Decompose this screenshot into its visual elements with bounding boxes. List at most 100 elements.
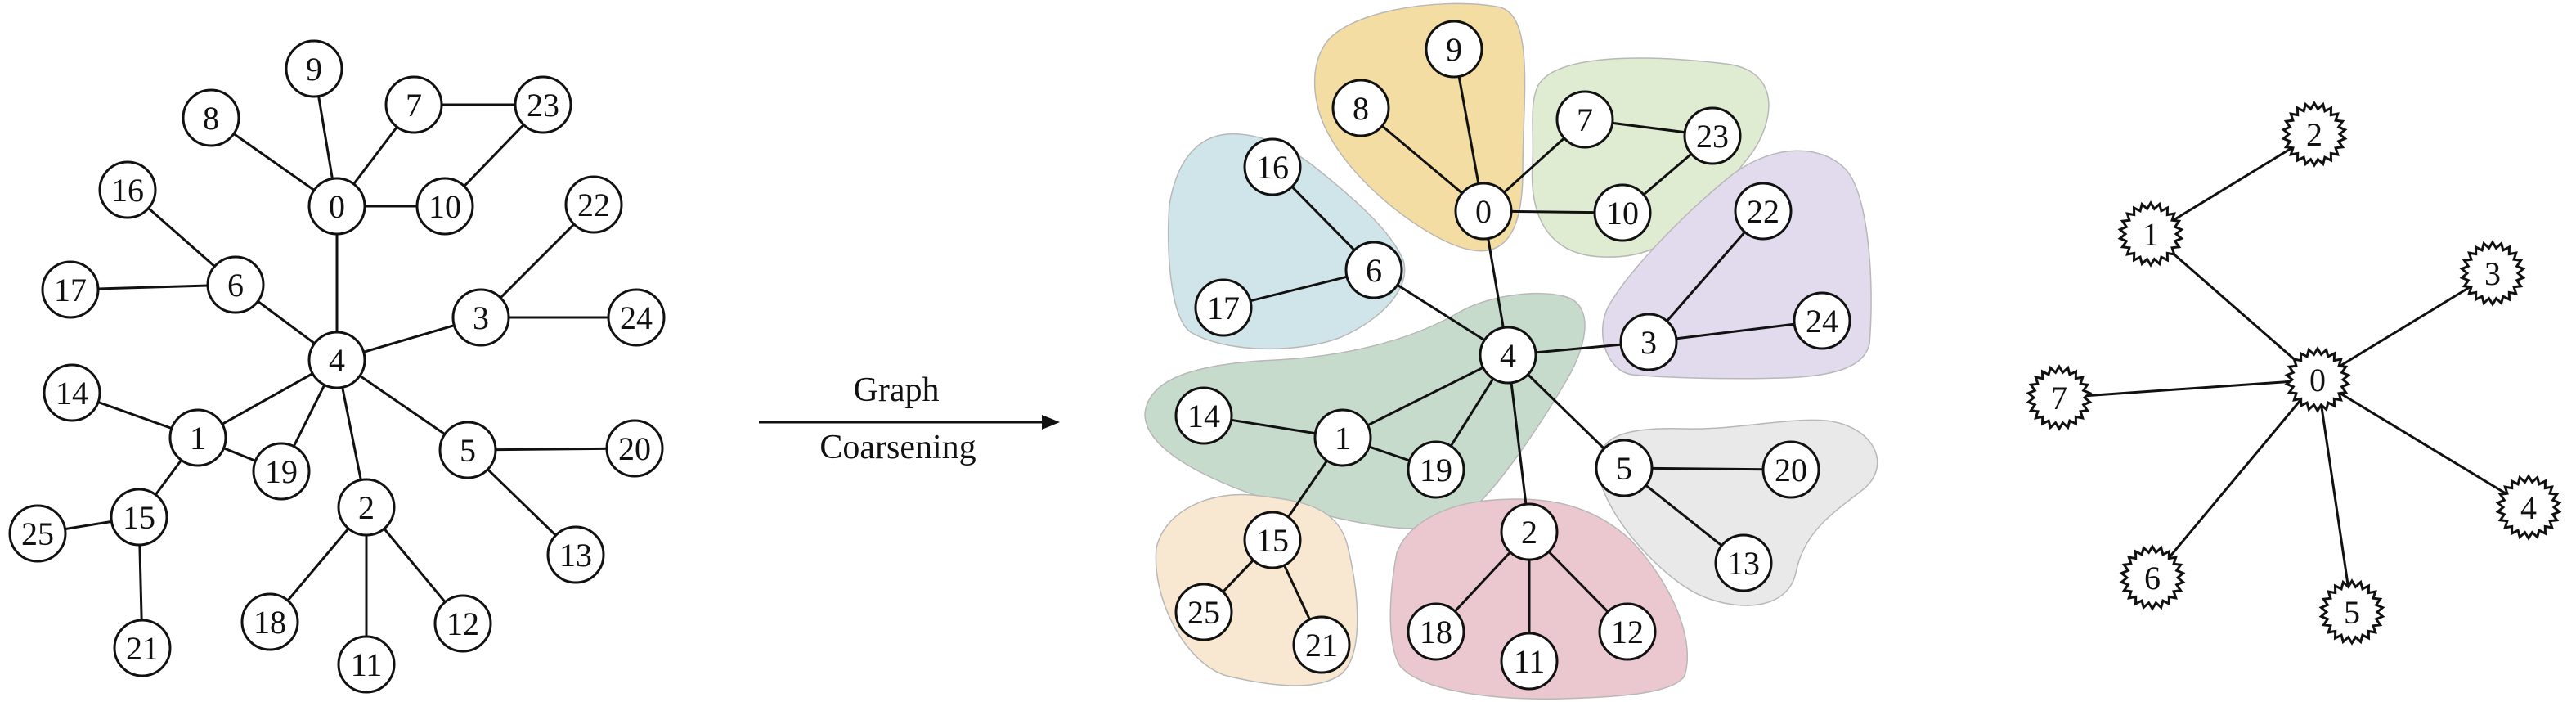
original-node-circle <box>8 504 67 563</box>
original-node-7: 7 <box>384 75 443 134</box>
original-node-label: 15 <box>123 499 155 536</box>
original-node-20: 20 <box>605 419 664 478</box>
partitioned-node-label: 15 <box>1256 522 1289 559</box>
partitioned-node-circle <box>1619 313 1678 371</box>
original-node-circle <box>607 288 666 347</box>
original-node-label: 14 <box>56 375 88 412</box>
partitioned-node-label: 19 <box>1420 452 1452 488</box>
coarsened-node-label: 3 <box>2484 255 2501 292</box>
partitioned-node-label: 6 <box>1366 252 1382 289</box>
partitioned-node-circle <box>1313 408 1372 467</box>
partitioned-node-label: 9 <box>1446 31 1462 68</box>
coarsened-node-4: 4 <box>2495 474 2562 541</box>
original-node-label: 5 <box>460 432 476 469</box>
partitioned-node-label: 23 <box>1696 118 1729 155</box>
partitioned-node-circle <box>1174 583 1233 641</box>
partitioned-node-circle <box>1344 241 1403 299</box>
partitioned-node-circle <box>1761 440 1820 499</box>
arrow-label-coarsening: Coarsening <box>819 429 976 466</box>
original-node-circle <box>110 488 168 547</box>
coarsened-node-label: 4 <box>2520 489 2537 526</box>
coarsened-node-1: 1 <box>2117 200 2184 268</box>
original-node-circle <box>605 419 664 478</box>
partitioned-node-label: 1 <box>1335 420 1351 457</box>
original-node-circle <box>285 39 343 98</box>
coarsened-edge-1-2 <box>2150 133 2315 236</box>
original-node-circle <box>168 408 227 467</box>
original-node-label: 10 <box>429 188 461 225</box>
original-node-21: 21 <box>113 619 172 677</box>
partitioned-node-20: 20 <box>1761 440 1820 499</box>
coarsened-node-star <box>2495 474 2562 541</box>
original-node-19: 19 <box>252 442 311 501</box>
partitioned-node-label: 25 <box>1187 594 1220 631</box>
original-node-label: 22 <box>577 187 610 223</box>
coarsening-arrow: Graph Coarsening <box>759 371 1060 466</box>
original-node-label: 3 <box>473 299 489 336</box>
original-node-circle <box>113 619 172 677</box>
partitioned-node-18: 18 <box>1407 602 1465 661</box>
partitioned-node-label: 20 <box>1775 452 1807 488</box>
original-node-circle <box>307 331 366 389</box>
original-node-circle <box>337 478 396 537</box>
coarsened-node-label: 0 <box>2309 362 2326 398</box>
coarsened-edge-0-7 <box>2058 378 2318 399</box>
partitioned-node-label: 21 <box>1305 627 1338 664</box>
coarsened-node-6: 6 <box>2119 544 2186 611</box>
original-node-label: 13 <box>559 537 592 574</box>
original-node-circle <box>206 255 265 314</box>
coarsened-edge-0-3 <box>2317 272 2493 381</box>
original-node-label: 17 <box>54 272 87 308</box>
partitioned-node-13: 13 <box>1714 533 1773 592</box>
partitioned-node-3: 3 <box>1619 313 1678 371</box>
partitioned-node-6: 6 <box>1344 241 1403 299</box>
partitioned-node-label: 14 <box>1187 398 1220 434</box>
partitioned-node-circle <box>1734 182 1793 241</box>
original-node-label: 6 <box>227 267 244 304</box>
original-node-label: 8 <box>203 100 219 137</box>
partitioned-node-2: 2 <box>1500 502 1559 561</box>
coarsened-node-star <box>2459 240 2526 307</box>
partitioned-node-16: 16 <box>1243 137 1302 196</box>
partitioned-node-24: 24 <box>1793 291 1851 350</box>
partitioned-node-circle <box>1479 326 1537 385</box>
partitioned-node-label: 3 <box>1640 324 1657 361</box>
partitioned-node-11: 11 <box>1500 632 1559 691</box>
partitioned-node-label: 16 <box>1256 149 1289 186</box>
original-node-0: 0 <box>307 177 366 236</box>
original-node-label: 0 <box>329 188 345 225</box>
coarsened-node-label: 2 <box>2306 116 2322 153</box>
original-node-label: 4 <box>329 342 345 379</box>
arrow-label-graph: Graph <box>854 371 940 409</box>
original-node-label: 20 <box>618 430 651 467</box>
original-node-label: 18 <box>254 604 286 641</box>
partitioned-node-label: 22 <box>1747 193 1779 230</box>
coarsened-node-5: 5 <box>2318 578 2385 646</box>
original-node-18: 18 <box>240 592 299 651</box>
partitioned-node-22: 22 <box>1734 182 1793 241</box>
partitioned-node-circle <box>1331 79 1390 137</box>
original-node-label: 9 <box>306 51 322 88</box>
original-node-label: 11 <box>351 646 383 683</box>
original-node-25: 25 <box>8 504 67 563</box>
arrow-head <box>1042 415 1060 430</box>
original-node-label: 2 <box>358 489 375 526</box>
partitioned-node-8: 8 <box>1331 79 1390 137</box>
coarsened-node-label: 1 <box>2143 216 2159 253</box>
original-node-label: 1 <box>190 420 206 457</box>
partitioned-node-4: 4 <box>1479 326 1537 385</box>
partitioned-node-19: 19 <box>1407 440 1465 499</box>
partitioned-node-circle <box>1595 439 1654 497</box>
original-node-6: 6 <box>206 255 265 314</box>
partitioned-node-circle <box>1174 386 1233 445</box>
original-node-1: 1 <box>168 408 227 467</box>
coarsened-node-7: 7 <box>2026 364 2093 431</box>
partitioned-node-circle <box>1793 291 1851 350</box>
original-node-circle <box>182 88 240 147</box>
partitioned-node-circle <box>1407 440 1465 499</box>
partitioned-node-label: 10 <box>1606 195 1639 232</box>
original-node-label: 19 <box>265 453 298 490</box>
coarsened-node-label: 7 <box>2051 380 2067 416</box>
partitioned-node-14: 14 <box>1174 386 1233 445</box>
